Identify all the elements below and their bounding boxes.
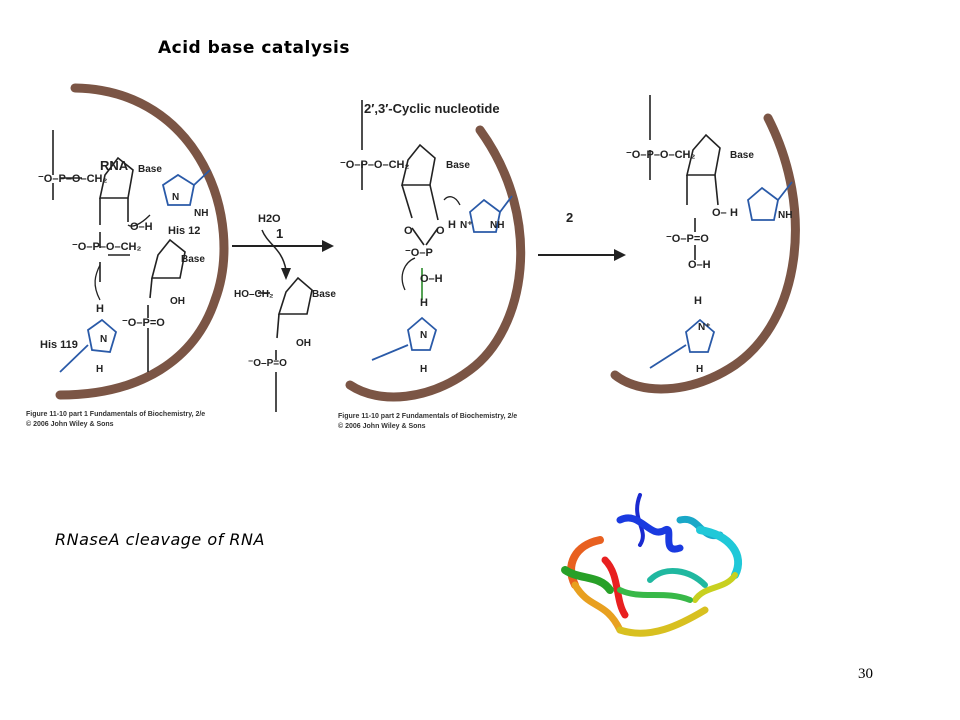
svg-text:H: H: [420, 364, 427, 375]
base-label-2: Base: [181, 254, 205, 265]
svg-text:OH: OH: [296, 338, 311, 349]
his12-ring-3: [747, 186, 779, 221]
svg-text:O–: O–: [712, 207, 727, 219]
credit-1-line2: © 2006 John Wiley & Sons: [26, 420, 114, 428]
base-label-3: Base: [446, 160, 470, 171]
svg-text:H: H: [696, 364, 703, 375]
ribbon-protein-structure: [561, 493, 743, 637]
svg-text:O: O: [436, 225, 445, 237]
svg-text:NH: NH: [194, 208, 208, 219]
cyclic-label: 2′,3′-Cyclic nucleotide: [364, 101, 500, 116]
svg-text:N: N: [100, 334, 107, 345]
rna-molecule: [52, 130, 186, 372]
his12-ring-2: [469, 198, 501, 233]
his12-ring: [161, 173, 196, 206]
svg-text:⁻O–P=O: ⁻O–P=O: [666, 233, 709, 245]
svg-text:NH: NH: [778, 210, 792, 221]
enzyme-pocket-arc-2: [345, 125, 526, 402]
svg-text:H: H: [420, 297, 428, 309]
svg-text:H: H: [694, 295, 702, 307]
enzyme-pocket-arc-3: [610, 113, 800, 394]
svg-text:HO–CH₂: HO–CH₂: [234, 289, 273, 300]
step2-label: 2: [566, 210, 573, 225]
base-label-4: Base: [730, 150, 754, 161]
svg-text:O: O: [404, 225, 413, 237]
svg-text:H: H: [730, 207, 738, 219]
credit-2-line1: Figure 11-10 part 2 Fundamentals of Bioc…: [338, 413, 517, 420]
page-number: 30: [858, 666, 873, 682]
svg-text:⁻O–P=O: ⁻O–P=O: [122, 317, 165, 329]
credit-2-line2: © 2006 John Wiley & Sons: [338, 422, 426, 430]
svg-text:O–H: O–H: [420, 273, 443, 285]
slide-caption: RNaseA cleavage of RNA: [55, 530, 265, 549]
his119-ring: [87, 318, 118, 353]
svg-text:N: N: [420, 330, 427, 341]
his119-label: His 119: [40, 339, 78, 351]
svg-text:RNA: RNA: [100, 158, 129, 173]
svg-text:⁻O–P–O–CH₂: ⁻O–P–O–CH₂: [38, 173, 107, 185]
svg-text:⁻O–P=O: ⁻O–P=O: [248, 358, 287, 369]
svg-text:N⁺: N⁺: [698, 322, 711, 333]
credit-1-line1: Figure 11-10 part 1 Fundamentals of Bioc…: [26, 411, 205, 418]
svg-text:OH: OH: [170, 296, 185, 307]
his119-ring-3: [685, 318, 716, 353]
enzyme-pocket-arc-1: [55, 83, 229, 400]
his12-label: His 12: [168, 225, 200, 237]
base-label-1: Base: [138, 164, 162, 175]
svg-text:N⁺: N⁺: [460, 220, 473, 231]
water-label: H2O: [258, 213, 281, 225]
svg-text:H: H: [96, 364, 103, 375]
svg-text:O–H: O–H: [130, 221, 153, 233]
svg-text:H: H: [448, 219, 456, 231]
svg-text:⁻O–P: ⁻O–P: [405, 247, 433, 259]
svg-text:Base: Base: [312, 289, 336, 300]
svg-text:⁻O–P–O–CH₂: ⁻O–P–O–CH₂: [626, 149, 695, 161]
svg-text:N: N: [172, 192, 179, 203]
step1-label: 1: [276, 226, 283, 241]
his119-ring-2: [407, 316, 438, 351]
svg-text:NH: NH: [490, 220, 504, 231]
slide-title: Acid base catalysis: [158, 38, 350, 58]
svg-text:⁻O–P–O–CH₂: ⁻O–P–O–CH₂: [340, 159, 409, 171]
svg-text:H: H: [96, 303, 104, 315]
svg-text:⁻O–P–O–CH₂: ⁻O–P–O–CH₂: [72, 241, 141, 253]
svg-text:O–H: O–H: [688, 259, 711, 271]
